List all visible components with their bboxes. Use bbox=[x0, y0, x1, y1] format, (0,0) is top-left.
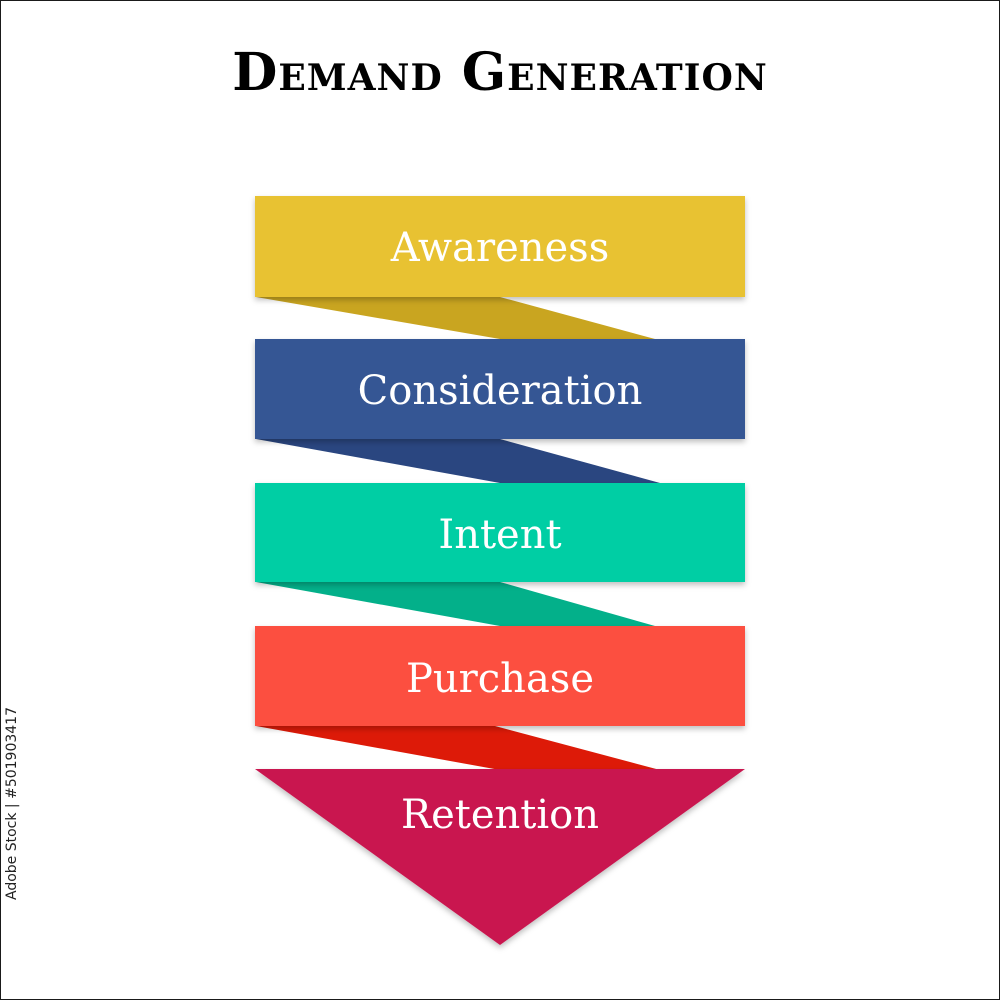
stage-band-awareness bbox=[255, 196, 745, 297]
stage-band-intent bbox=[255, 483, 745, 582]
stage-label-consideration: Consideration bbox=[358, 368, 643, 414]
fold-consideration-intent bbox=[256, 439, 660, 483]
fold-purchase-retention bbox=[256, 726, 660, 770]
stage-label-retention: Retention bbox=[401, 792, 599, 838]
stage-consideration: Consideration bbox=[255, 339, 745, 439]
stage-label-intent: Intent bbox=[438, 512, 561, 558]
stage-band-consideration bbox=[255, 339, 745, 439]
diagram-title: Demand Generation bbox=[232, 42, 768, 103]
stage-label-purchase: Purchase bbox=[406, 656, 594, 702]
stage-arrow-retention bbox=[255, 769, 745, 945]
stage-purchase: Purchase bbox=[255, 626, 745, 726]
stage-intent: Intent bbox=[255, 483, 745, 582]
stage-awareness: Awareness bbox=[255, 196, 745, 297]
stage-retention: Retention bbox=[255, 769, 745, 945]
stock-credit: Adobe Stock | #501903417 bbox=[4, 707, 20, 900]
stage-label-awareness: Awareness bbox=[390, 225, 609, 271]
fold-awareness-consideration bbox=[256, 297, 655, 339]
fold-intent-purchase bbox=[256, 582, 655, 626]
stage-band-purchase bbox=[255, 626, 745, 726]
